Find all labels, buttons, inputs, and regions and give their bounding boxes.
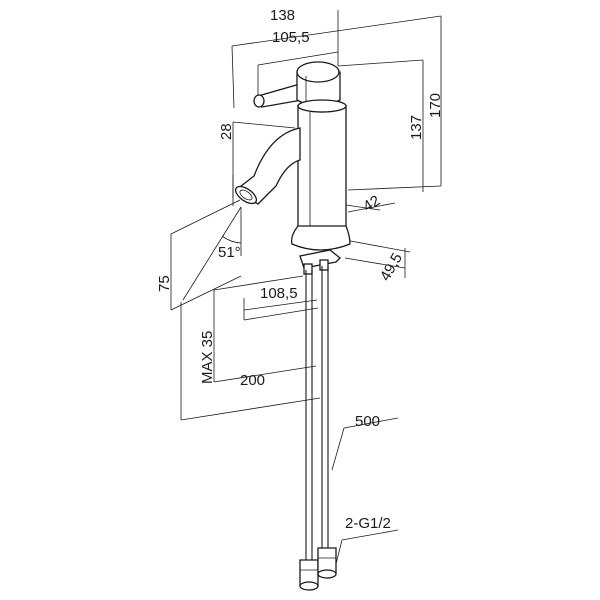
supply-hoses xyxy=(299,266,337,591)
dim-lever-depth: 105,5 xyxy=(272,29,310,46)
base-flange xyxy=(290,225,351,251)
dim-total-height: 170 xyxy=(427,93,444,118)
dim-body-height: 137 xyxy=(408,115,425,140)
faucet-body xyxy=(234,61,351,275)
body-cylinder xyxy=(297,104,347,229)
dim-body-diameter: 42 xyxy=(360,192,383,215)
dim-depth-200: 200 xyxy=(240,372,265,389)
dim-spout-reach: 108,5 xyxy=(260,285,298,302)
dim-clearance: 75 xyxy=(156,275,173,292)
dim-max-thickness: MAX 35 xyxy=(199,331,216,384)
dim-connection: 2-G1/2 xyxy=(345,515,391,532)
dim-spout-drop: 28 xyxy=(218,123,235,140)
dim-angle: 51° xyxy=(218,244,241,261)
dim-hose-length: 500 xyxy=(355,413,380,430)
dim-overall-depth: 138 xyxy=(270,7,295,24)
